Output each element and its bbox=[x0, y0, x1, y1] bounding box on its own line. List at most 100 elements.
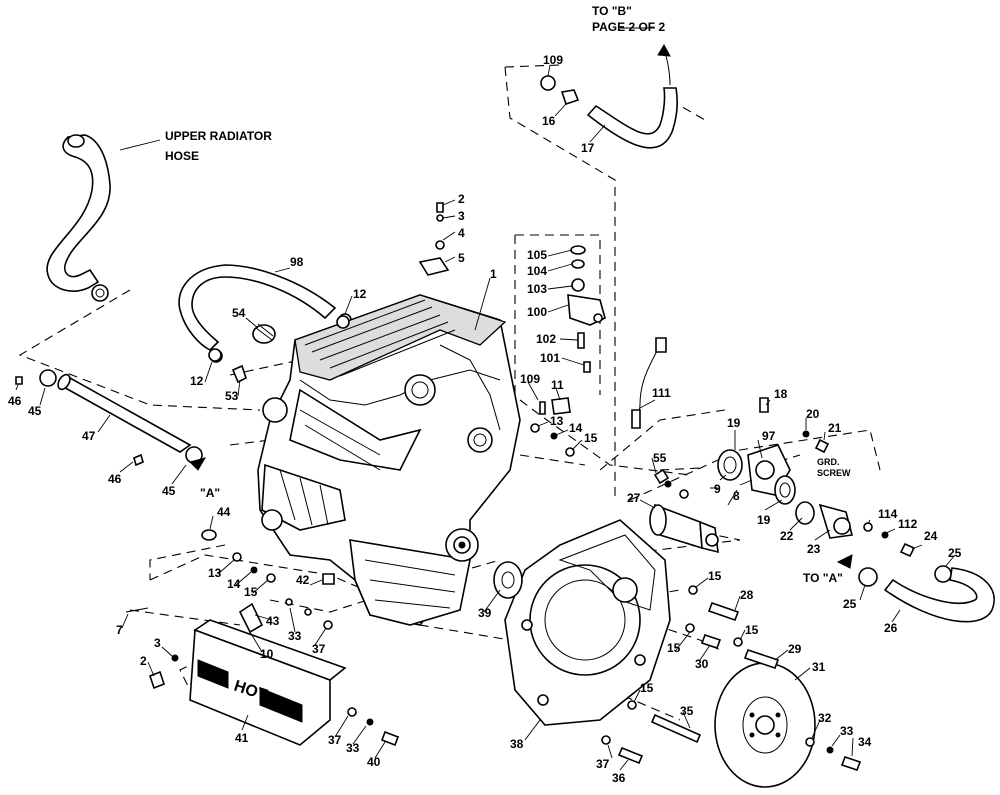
leader-lines bbox=[15, 27, 956, 771]
callout: 40 bbox=[367, 755, 381, 769]
callout: 103 bbox=[527, 282, 547, 296]
callout: 16 bbox=[542, 114, 556, 128]
thermostat-housing bbox=[530, 245, 606, 457]
callout: 25 bbox=[948, 546, 962, 560]
callout: 45 bbox=[28, 404, 42, 418]
callout: 109 bbox=[520, 372, 540, 386]
bolts-right bbox=[601, 585, 780, 765]
callout: 15 bbox=[640, 681, 654, 695]
to-b-label-line2: PAGE 2 OF 2 bbox=[592, 20, 665, 34]
callout: 1 bbox=[490, 267, 497, 281]
callout: 19 bbox=[727, 416, 741, 430]
hose-17 bbox=[540, 43, 678, 149]
water-tube-47 bbox=[39, 369, 207, 471]
callout: 104 bbox=[527, 264, 547, 278]
callout-numbers: 109 16 17 2 3 4 5 98 1 12 105 104 103 10… bbox=[8, 53, 962, 785]
callout: 101 bbox=[540, 351, 560, 365]
callout: 30 bbox=[695, 657, 709, 671]
callout: 105 bbox=[527, 248, 547, 262]
callout: 15 bbox=[244, 585, 258, 599]
starter-motor bbox=[649, 468, 719, 554]
callout: 31 bbox=[812, 660, 826, 674]
engine-block bbox=[257, 294, 521, 626]
callout: 109 bbox=[543, 53, 563, 67]
callout: 24 bbox=[924, 529, 938, 543]
callout: 17 bbox=[581, 141, 595, 155]
callout: 37 bbox=[312, 642, 326, 656]
callout: 23 bbox=[807, 542, 821, 556]
callout: 33 bbox=[288, 629, 302, 643]
callout: 112 bbox=[898, 517, 918, 531]
callout: 35 bbox=[680, 704, 694, 718]
callout: 21 bbox=[828, 421, 842, 435]
callout: 9 bbox=[714, 482, 721, 496]
callout: 97 bbox=[762, 429, 776, 443]
callout: 20 bbox=[806, 407, 820, 421]
callout: 55 bbox=[653, 451, 667, 465]
callout: 14 bbox=[569, 421, 583, 435]
callout: 46 bbox=[8, 394, 22, 408]
callout: 34 bbox=[858, 735, 872, 749]
callout: 45 bbox=[162, 484, 176, 498]
heat-shield: HOT bbox=[125, 607, 400, 747]
callout: 29 bbox=[788, 642, 802, 656]
callout: 46 bbox=[108, 472, 122, 486]
callout: 3 bbox=[154, 636, 161, 650]
flywheel-housing bbox=[493, 519, 671, 726]
callout: 41 bbox=[235, 731, 249, 745]
callout: 111 bbox=[652, 386, 671, 400]
callout: 7 bbox=[116, 623, 123, 637]
callout: 32 bbox=[818, 711, 832, 725]
callout: 12 bbox=[190, 374, 204, 388]
callout: 114 bbox=[878, 507, 898, 521]
small-parts-top bbox=[15, 202, 450, 634]
callout: 13 bbox=[550, 414, 564, 428]
callout: 47 bbox=[82, 429, 96, 443]
callout: 33 bbox=[346, 741, 360, 755]
callout: 54 bbox=[232, 306, 246, 320]
callout: 22 bbox=[780, 529, 794, 543]
callout: 15 bbox=[667, 641, 681, 655]
callout: 42 bbox=[296, 573, 310, 587]
ref-a-left-label: "A" bbox=[200, 486, 220, 500]
callout: 12 bbox=[353, 287, 367, 301]
callout: 53 bbox=[225, 389, 239, 403]
callout: 36 bbox=[612, 771, 626, 785]
callout: 33 bbox=[840, 724, 854, 738]
callout: 102 bbox=[536, 332, 556, 346]
callout: 98 bbox=[290, 255, 304, 269]
callout: 15 bbox=[708, 569, 722, 583]
callout: 2 bbox=[458, 192, 465, 206]
callout: 100 bbox=[527, 305, 547, 319]
callout: 28 bbox=[740, 588, 754, 602]
callout: 44 bbox=[217, 505, 231, 519]
callout: 25 bbox=[843, 597, 857, 611]
callout: 13 bbox=[208, 566, 222, 580]
callout: 11 bbox=[551, 378, 564, 392]
upper-radiator-label-line2: HOSE bbox=[165, 149, 199, 163]
callout: 18 bbox=[774, 387, 788, 401]
callout: 3 bbox=[458, 209, 465, 223]
callout: 38 bbox=[510, 737, 524, 751]
water-pump bbox=[710, 397, 916, 558]
hose-26 bbox=[836, 554, 995, 623]
upper-radiator-label-line1: UPPER RADIATOR bbox=[165, 129, 272, 143]
callout: 10 bbox=[260, 647, 274, 661]
to-b-label-line1: TO "B" bbox=[592, 4, 632, 18]
callout: 27 bbox=[627, 491, 641, 505]
callout: 15 bbox=[745, 623, 759, 637]
callout: 8 bbox=[733, 489, 740, 503]
callout: 19 bbox=[757, 513, 771, 527]
callout: 14 bbox=[227, 577, 241, 591]
grd-screw-label-line2: SCREW bbox=[817, 468, 851, 478]
annotation-labels: TO "B" PAGE 2 OF 2 UPPER RADIATOR HOSE "… bbox=[165, 4, 851, 585]
callout: 43 bbox=[266, 614, 280, 628]
callout: 26 bbox=[884, 621, 898, 635]
upper-radiator-hose bbox=[46, 134, 111, 302]
callout: 5 bbox=[458, 251, 465, 265]
callout: 2 bbox=[140, 654, 147, 668]
callout: 39 bbox=[478, 606, 492, 620]
callout: 37 bbox=[596, 757, 610, 771]
flywheel bbox=[714, 662, 862, 788]
